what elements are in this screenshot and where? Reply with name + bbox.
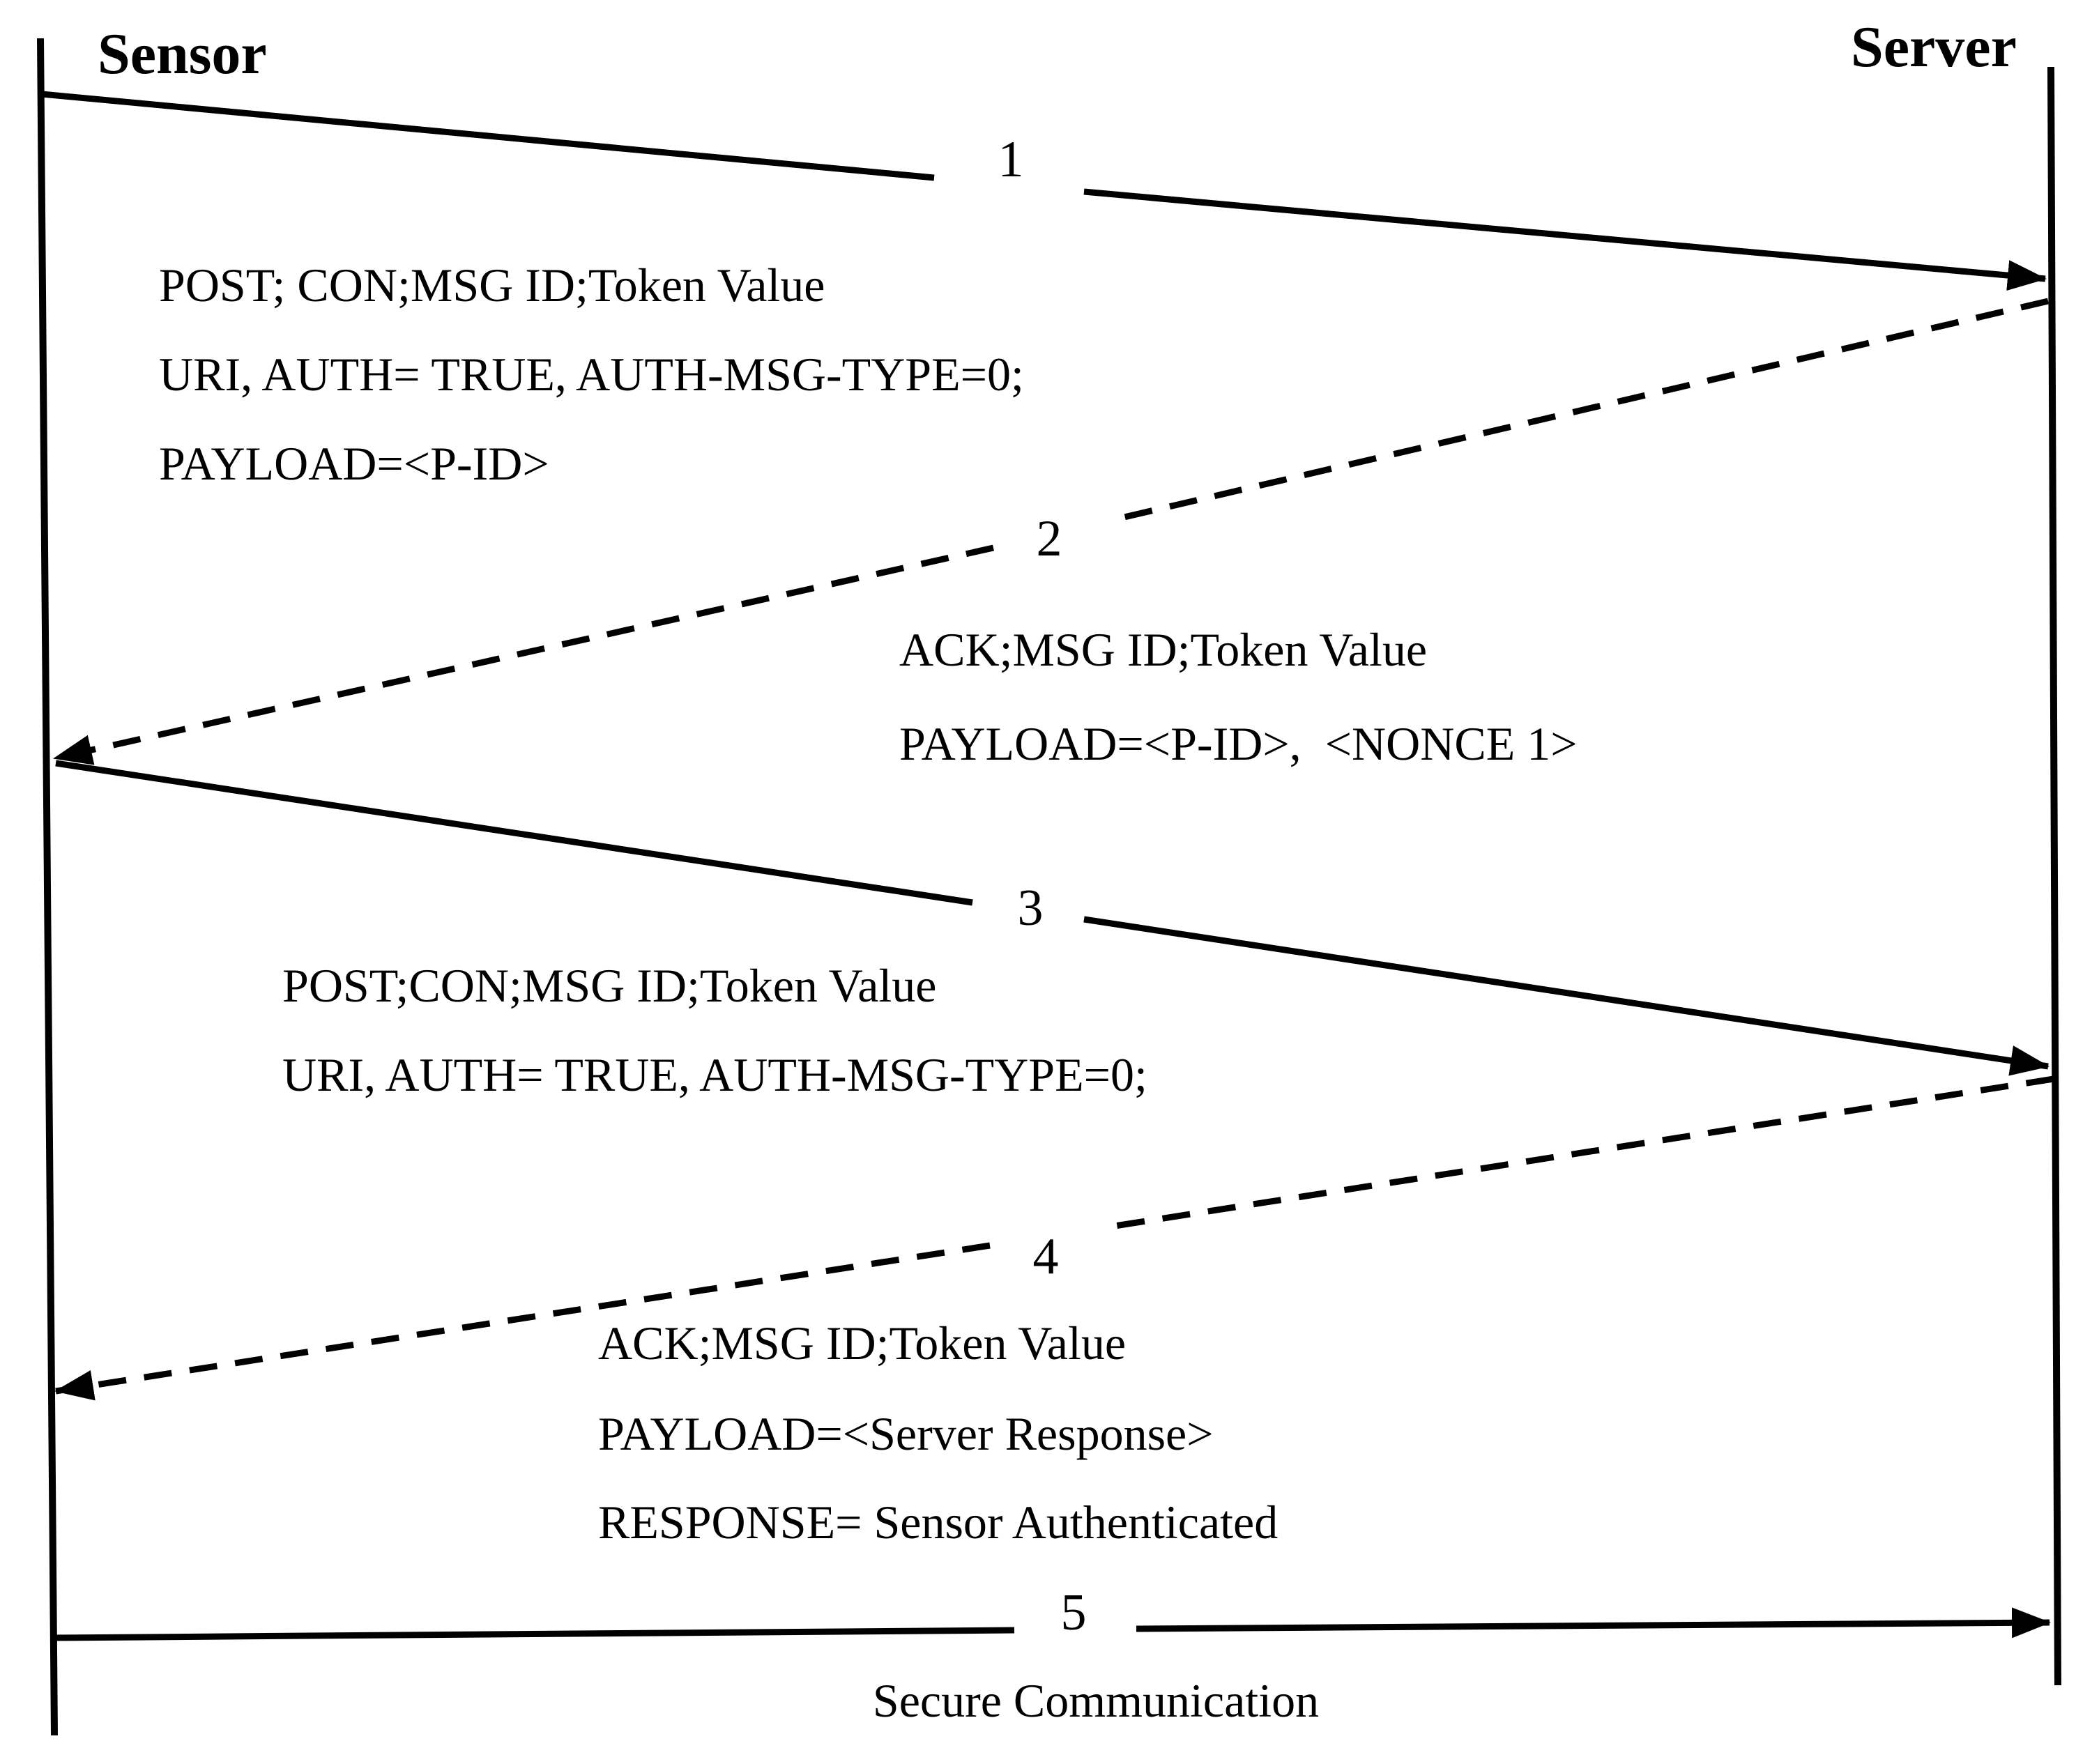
message-5-seq-label: 5 xyxy=(1061,1584,1087,1641)
message-1-arrow-segment-a xyxy=(41,91,935,181)
message-4-seq-label: 4 xyxy=(1033,1228,1059,1285)
message-5-arrow-segment-b xyxy=(1136,1607,2051,1639)
message-2-text-line-2: PAYLOAD=<P-ID>, <NONCE 1> xyxy=(899,717,1578,770)
message-2-arrow-segment-a xyxy=(1114,298,2050,523)
message-1-text-line-2: URI, AUTH= TRUE, AUTH-MSG-TYPE=0; xyxy=(159,348,1024,401)
actor-label-server: Server xyxy=(1851,15,2017,79)
message-2-text-line-1: ACK;MSG ID;Token Value xyxy=(899,623,1427,676)
message-1-text-line-1: POST; CON;MSG ID;Token Value xyxy=(159,259,825,312)
message-4-arrow-segment-a xyxy=(1101,1075,2054,1232)
message-2-seq-label: 2 xyxy=(1037,510,1062,567)
sensor-lifeline xyxy=(37,38,58,1736)
server-lifeline xyxy=(2047,66,2061,1686)
message-5-arrow-segment-a xyxy=(52,1627,1015,1641)
message-1-seq-label: 1 xyxy=(998,131,1024,188)
message-1-arrow-segment-b xyxy=(1083,188,2047,291)
message-3-arrow-segment-b xyxy=(1083,916,2050,1076)
secure-communication-caption: Secure Communication xyxy=(873,1674,1319,1727)
message-4-text-line-2: PAYLOAD=<Server Response> xyxy=(598,1407,1214,1460)
message-3-text-line-1: POST;CON;MSG ID;Token Value xyxy=(282,959,937,1012)
message-3-arrow-segment-a xyxy=(55,760,973,906)
message-3-text-line-2: URI, AUTH= TRUE, AUTH-MSG-TYPE=0; xyxy=(282,1048,1147,1101)
actor-label-sensor: Sensor xyxy=(98,22,267,86)
message-4-text-line-1: ACK;MSG ID;Token Value xyxy=(598,1317,1126,1370)
message-2-arrow-segment-b xyxy=(53,544,994,765)
message-3-seq-label: 3 xyxy=(1018,880,1044,937)
message-4-text-line-3: RESPONSE= Sensor Authenticated xyxy=(598,1496,1278,1549)
message-1-text-line-3: PAYLOAD=<P-ID> xyxy=(159,437,549,490)
message-4-arrow-segment-b xyxy=(54,1242,991,1401)
